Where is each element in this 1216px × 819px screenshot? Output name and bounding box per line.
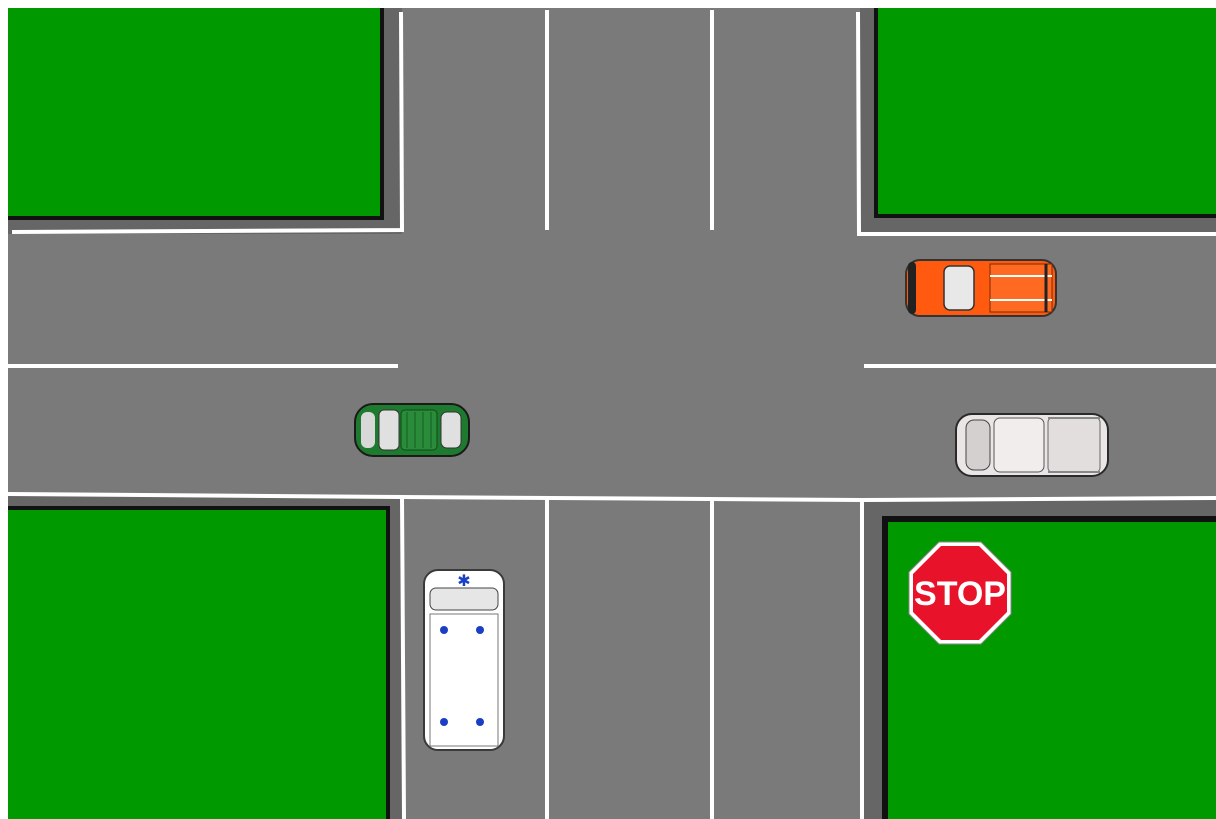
grass-block-bottom-right — [864, 500, 1216, 819]
stop-sign-icon: STOP — [908, 541, 1012, 645]
emergency-light — [476, 626, 484, 634]
road-markings — [7, 10, 1216, 819]
emergency-light — [440, 718, 448, 726]
stop-sign-label: STOP — [914, 575, 1006, 613]
star-of-life-icon: ✱ — [457, 571, 470, 590]
orange-car[interactable] — [905, 259, 1057, 317]
ambulance[interactable]: ✱ — [423, 569, 505, 751]
grass-block-top-right — [860, 8, 1216, 234]
grass-block-top-left — [8, 8, 402, 234]
white-minivan[interactable] — [955, 413, 1109, 477]
grass-block-bottom-left — [8, 496, 402, 819]
emergency-light — [440, 626, 448, 634]
green-car[interactable] — [354, 403, 470, 457]
emergency-light — [476, 718, 484, 726]
